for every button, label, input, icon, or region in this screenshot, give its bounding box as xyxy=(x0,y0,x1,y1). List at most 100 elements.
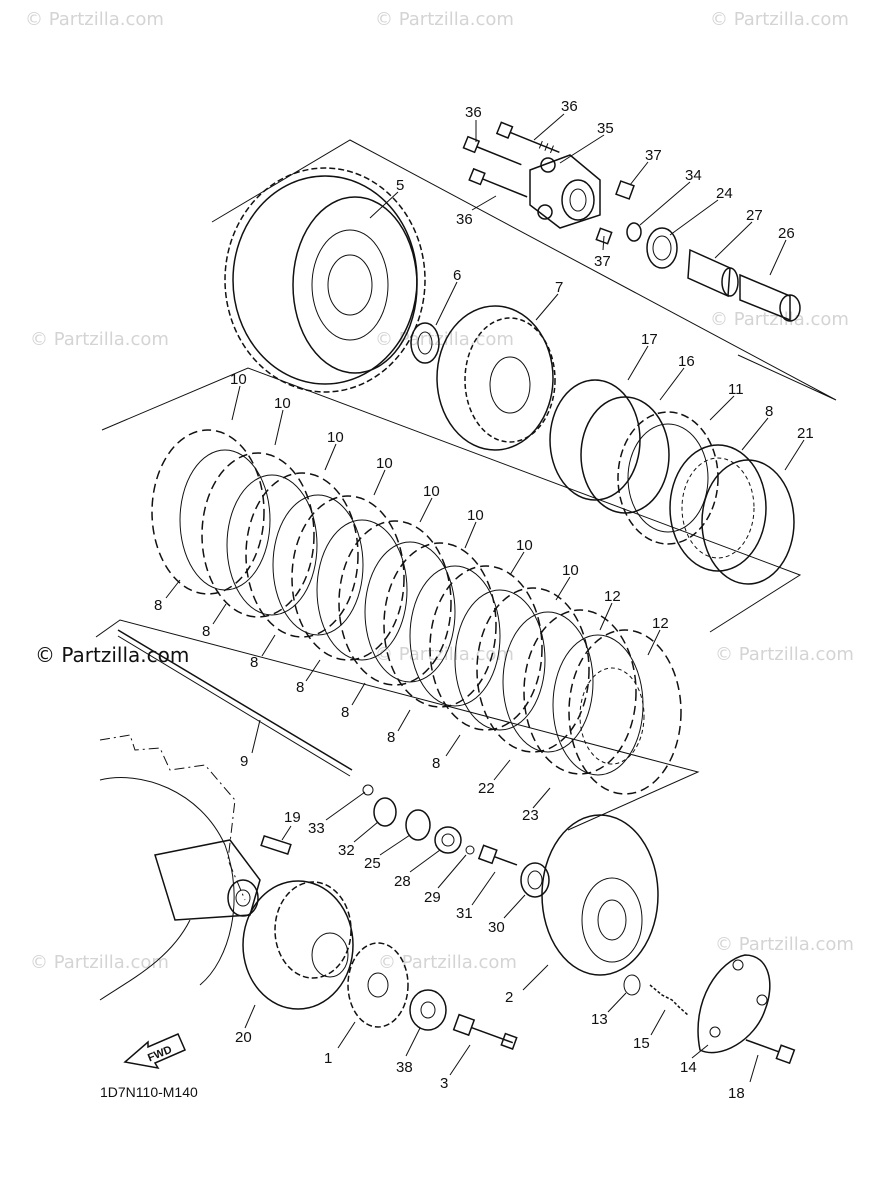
callout-23: 22 xyxy=(478,780,495,797)
callout-8: 8 xyxy=(296,679,304,696)
clutch-plate-8-top xyxy=(669,444,767,572)
bearing-housing-group xyxy=(462,121,801,322)
callout-37: 37 xyxy=(594,253,611,270)
watermark: © Partzilla.com xyxy=(710,309,849,330)
callout-10: 10 xyxy=(562,562,579,579)
callout-32: 33 xyxy=(308,820,325,837)
bolt-36-lower xyxy=(468,167,528,198)
callout-9: 23 xyxy=(522,807,539,824)
fwd-arrow-icon: FWD xyxy=(123,1033,186,1070)
callout-26: 26 xyxy=(778,225,795,242)
callout-33: 9 xyxy=(240,753,248,770)
watermark: © Partzilla.com xyxy=(25,9,164,30)
nut-29 xyxy=(434,826,462,854)
watermark: © Partzilla.com xyxy=(30,952,169,973)
leader-lines xyxy=(165,113,805,1083)
callout-8: 8 xyxy=(765,403,773,420)
callout-6: 6 xyxy=(453,267,461,284)
spring-14 xyxy=(649,984,689,1016)
clutch-housing-5 xyxy=(224,167,426,393)
callout-35: 35 xyxy=(597,120,614,137)
thrust-washer-6 xyxy=(410,322,440,364)
callout-10: 10 xyxy=(467,507,484,524)
callout-4: 3 xyxy=(440,1075,448,1092)
callout-8: 8 xyxy=(387,729,395,746)
callout-20: 18 xyxy=(728,1085,745,1102)
callout-10: 10 xyxy=(376,455,393,472)
watermark-layer: © Partzilla.com © Partzilla.com © Partzi… xyxy=(25,9,854,973)
watermark: © Partzilla.com xyxy=(378,952,517,973)
callout-22: 8 xyxy=(432,755,440,772)
callout-12: 12 xyxy=(652,615,669,632)
needle-bearing-26 xyxy=(739,273,791,322)
primary-drive-shaft xyxy=(154,839,261,921)
diagram-code: 1D7N110-M140 xyxy=(100,1084,198,1100)
bolt-20 xyxy=(745,1039,796,1065)
retainer-18 xyxy=(697,954,771,1054)
sprocket-38 xyxy=(347,942,409,1028)
callout-11: 11 xyxy=(728,381,744,398)
washer-3 xyxy=(409,989,447,1031)
bearing-housing xyxy=(529,154,601,229)
push-rod-33 xyxy=(117,629,353,771)
clutch-boss-7 xyxy=(436,305,556,451)
watermark: © Partzilla.com xyxy=(30,329,169,350)
callout-1: 20 xyxy=(235,1029,252,1046)
callout-24: 24 xyxy=(716,185,733,202)
dowel-37-top xyxy=(615,180,635,200)
main-watermark: © Partzilla.com xyxy=(35,643,189,667)
callout-19: 30 xyxy=(488,919,505,936)
frame-middle xyxy=(101,367,802,633)
watermark: © Partzilla.com xyxy=(375,644,514,665)
callout-15: 13 xyxy=(591,1011,608,1028)
callout-16: 16 xyxy=(678,353,695,370)
seat-plate-16 xyxy=(580,396,670,514)
friction-plate-11 xyxy=(617,411,719,545)
callout-30: 31 xyxy=(456,905,473,922)
callout-28: 25 xyxy=(364,855,381,872)
callout-38: 1 xyxy=(324,1050,332,1067)
callout-numbers: 36 36 35 37 34 24 27 26 36 37 5 6 7 17 1… xyxy=(154,98,814,1102)
callout-3: 38 xyxy=(396,1059,413,1076)
callout-18: 14 xyxy=(680,1059,697,1076)
callout-36: 36 xyxy=(561,98,578,115)
crankcase-outline xyxy=(99,734,246,1001)
bearing-19 xyxy=(520,862,550,898)
callout-10: 10 xyxy=(274,395,291,412)
callout-27: 27 xyxy=(746,207,763,224)
callout-14: 15 xyxy=(633,1035,650,1052)
washer-15 xyxy=(623,974,641,996)
callout-2: 19 xyxy=(284,809,301,826)
bolt-30 xyxy=(477,844,518,866)
callout-29: 28 xyxy=(394,873,411,890)
primary-drive-gear-1 xyxy=(242,880,354,1010)
watermark: © Partzilla.com xyxy=(715,934,854,955)
callout-36: 36 xyxy=(456,211,473,228)
washer-25 xyxy=(373,797,397,827)
callout-37: 37 xyxy=(645,147,662,164)
bolt-36-left xyxy=(462,135,522,166)
callout-31: 29 xyxy=(424,889,441,906)
callout-12: 12 xyxy=(604,588,621,605)
callout-13: 2 xyxy=(505,989,513,1006)
dowel-37-lower xyxy=(595,227,613,245)
callout-10: 10 xyxy=(516,537,533,554)
callout-34: 34 xyxy=(685,167,702,184)
washer-28 xyxy=(405,809,431,841)
callout-8: 8 xyxy=(202,623,210,640)
callout-21: 21 xyxy=(797,425,814,442)
callout-17: 17 xyxy=(641,331,658,348)
ball-32 xyxy=(362,784,374,796)
pressure-plate-13 xyxy=(541,814,659,976)
frame-top xyxy=(211,139,837,401)
wire-circlip-21 xyxy=(701,459,795,585)
frame-lower xyxy=(95,619,700,831)
callout-8: 8 xyxy=(154,597,162,614)
callout-7: 7 xyxy=(555,279,563,296)
callout-10: 10 xyxy=(423,483,440,500)
callout-8: 8 xyxy=(341,704,349,721)
callout-36: 36 xyxy=(465,104,482,121)
washer-31 xyxy=(465,845,475,855)
